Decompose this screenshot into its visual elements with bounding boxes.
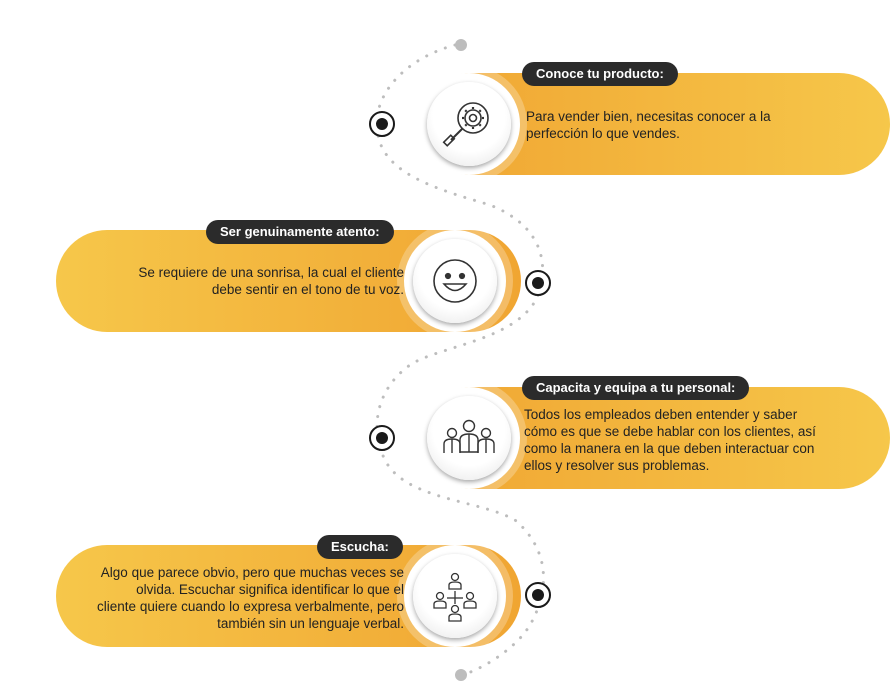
step-2-text: Se requiere de una sonrisa, la cual el c… <box>138 265 404 297</box>
step-3-icon-circle <box>418 387 520 489</box>
step-4-marker <box>525 582 551 608</box>
step-3-text: Todos los empleados deben entender y sab… <box>524 407 816 473</box>
step-4-text: Algo que parece obvio, pero que muchas v… <box>97 565 404 631</box>
step-1-marker <box>369 111 395 137</box>
magnifier-gear-icon <box>442 102 489 147</box>
network-people-icon <box>433 572 477 622</box>
step-4-title: Escucha: <box>317 535 403 559</box>
path-end-dot-bottom <box>455 669 467 681</box>
step-1-text: Para vender bien, necesitas conocer a la… <box>526 109 771 141</box>
step-3-title: Capacita y equipa a tu personal: <box>522 376 750 400</box>
step-1-icon-circle <box>418 73 520 175</box>
step-2-marker <box>525 270 551 296</box>
step-2-title: Ser genuinamente atento: <box>206 220 394 244</box>
step-1-title: Conoce tu producto: <box>522 62 678 86</box>
step-3-marker <box>369 425 395 451</box>
step-2-icon-circle <box>404 230 506 332</box>
smiley-face-icon <box>433 259 477 303</box>
step-4-icon-circle <box>404 545 506 647</box>
path-end-dot-top <box>455 39 467 51</box>
team-people-icon <box>443 419 495 453</box>
